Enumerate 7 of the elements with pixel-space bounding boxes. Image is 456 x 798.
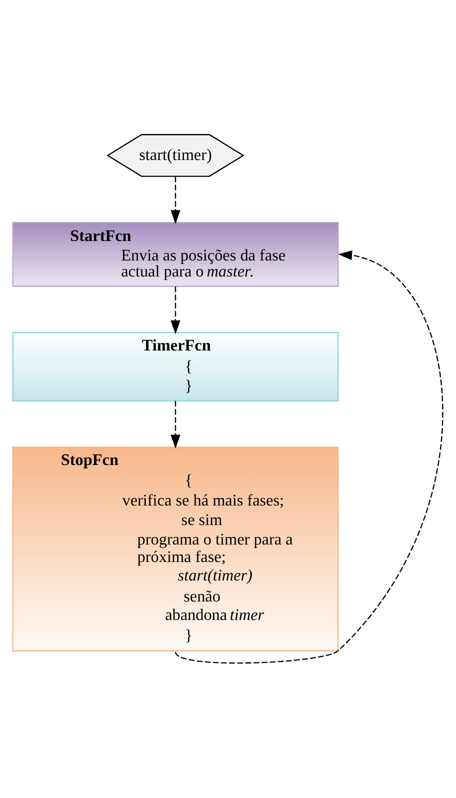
arrow — [170, 286, 180, 334]
node-box: TimerFcn { } — [12, 332, 339, 402]
arrow — [170, 176, 180, 224]
node-box: StopFcn { verifica se há mais fases; se sim programa o timer para a próxima fase; start(timer) senão abandona timer } — [12, 446, 339, 652]
node-box: StartFcn Envia as posições da fase actual para o master. — [12, 222, 339, 287]
arrow — [175, 250, 444, 664]
arrow — [170, 400, 180, 449]
